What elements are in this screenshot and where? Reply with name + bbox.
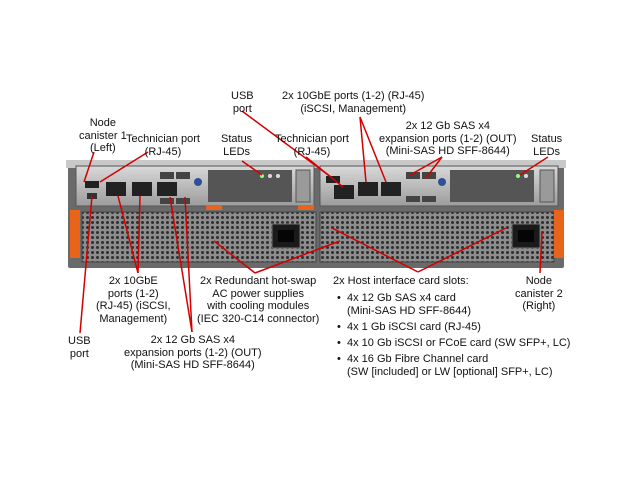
label-power-supplies: 2x Redundant hot-swap AC power supplies … bbox=[197, 275, 319, 325]
label-line: LEDs bbox=[223, 145, 251, 158]
label-line: Management) bbox=[99, 312, 168, 325]
host-card-item: • 4x 10 Gb iSCSI or FCoE card (SW SFP+, L… bbox=[337, 337, 570, 350]
node-2-sas-port-3 bbox=[406, 196, 420, 202]
node-1-status-led-2 bbox=[268, 174, 272, 178]
label-sas-expansion-top: 2x 12 Gb SAS x4 expansion ports (1-2) (O… bbox=[379, 120, 517, 158]
label-node-canister-1: Node canister 1 (Left) bbox=[79, 117, 127, 155]
node-2-gbe-port-1 bbox=[358, 182, 378, 196]
label-line: (Mini-SAS HD SFF-8644) bbox=[130, 359, 255, 371]
label-sas-expansion-bottom: 2x 12 Gb SAS x4 expansion ports (1-2) (O… bbox=[124, 334, 262, 372]
label-line: (RJ-45) (iSCSI, bbox=[96, 300, 171, 312]
label-line: Node bbox=[525, 275, 552, 287]
label-line: (Left) bbox=[90, 142, 116, 154]
label-line: canister 2 bbox=[515, 287, 563, 300]
label-line: AC power supplies bbox=[212, 287, 304, 300]
node-2-latch bbox=[438, 178, 446, 186]
node-1-tech-port bbox=[106, 182, 126, 196]
node-2-tech-port bbox=[334, 185, 354, 199]
label-line: ports (1-2) bbox=[107, 287, 159, 300]
label-line: port bbox=[69, 347, 89, 360]
psu-orange-tab-1 bbox=[206, 205, 222, 210]
label-line: 2x Redundant hot-swap bbox=[200, 275, 317, 287]
label-technician-port-right: Technician port (RJ-45) bbox=[275, 133, 349, 158]
label-line: (SW [included] or LW [optional] SFP+, LC… bbox=[347, 365, 553, 378]
label-line: 4x 12 Gb SAS x4 card bbox=[347, 292, 456, 304]
bullet-icon: • bbox=[337, 353, 341, 365]
label-line: LEDs bbox=[533, 145, 561, 158]
node-1-gbe-port-2 bbox=[157, 182, 177, 196]
label-line: Technician port bbox=[275, 133, 349, 145]
node-2-handle bbox=[539, 169, 555, 203]
node-1-gbe-port-1 bbox=[132, 182, 152, 196]
label-line: (RJ-45) bbox=[144, 145, 182, 158]
label-line: canister 1 bbox=[79, 129, 127, 142]
node-2-host-card-slot bbox=[450, 170, 534, 202]
power-supply-row bbox=[70, 205, 564, 263]
label-usb-port-bottom: USB port bbox=[68, 335, 91, 360]
label-line: 4x 16 Gb Fibre Channel card bbox=[347, 353, 489, 365]
node-2-gbe-port-2 bbox=[381, 182, 401, 196]
label-10gbe-ports-top: 2x 10GbE ports (1-2) (RJ-45) (iSCSI, Man… bbox=[282, 90, 424, 115]
node-1-sas-port-4 bbox=[176, 198, 190, 204]
label-status-leds-right: Status LEDs bbox=[531, 133, 562, 158]
label-line: Status bbox=[531, 133, 563, 145]
label-line: (Right) bbox=[522, 300, 556, 312]
psu-orange-handle-left bbox=[70, 210, 80, 258]
label-line: 4x 10 Gb iSCSI or FCoE card (SW SFP+, LC… bbox=[347, 337, 571, 349]
label-line: (RJ-45) bbox=[293, 145, 331, 158]
node-2-sas-port-1 bbox=[406, 172, 420, 179]
label-node-canister-2: Node canister 2 (Right) bbox=[515, 275, 563, 313]
label-line: (Mini-SAS HD SFF-8644) bbox=[385, 145, 510, 157]
label-technician-port-left: Technician port (RJ-45) bbox=[126, 133, 200, 158]
label-line: with cooling modules bbox=[207, 300, 310, 312]
label-line: USB bbox=[68, 335, 91, 347]
node-2-status-led-2 bbox=[524, 174, 528, 178]
host-card-item: • 4x 16 Gb Fibre Channel card (SW [includ… bbox=[337, 353, 553, 378]
label-line: Node bbox=[89, 117, 116, 129]
node-2-status-led-1 bbox=[516, 174, 520, 178]
node-canister-1 bbox=[75, 165, 315, 207]
label-line: USB bbox=[231, 90, 254, 102]
bullet-icon: • bbox=[337, 337, 341, 349]
bullet-icon: • bbox=[337, 321, 341, 333]
label-line: 2x 12 Gb SAS x4 bbox=[405, 120, 490, 132]
label-line: 2x 12 Gb SAS x4 bbox=[150, 334, 235, 346]
node-2-sas-port-4 bbox=[422, 196, 436, 202]
label-line: 4x 1 Gb iSCSI card (RJ-45) bbox=[347, 321, 481, 333]
label-line: 2x Host interface card slots: bbox=[333, 275, 469, 287]
psu-orange-handle-right bbox=[554, 210, 564, 258]
node-1-sas-port-1 bbox=[160, 172, 174, 179]
node-2-sas-port-2 bbox=[422, 172, 436, 179]
label-line: (Mini-SAS HD SFF-8644) bbox=[347, 304, 472, 317]
bullet-icon: • bbox=[337, 292, 341, 304]
label-line: (IEC 320-C14 connector) bbox=[197, 312, 320, 325]
psu-orange-tab-2 bbox=[298, 205, 314, 210]
node-1-status-led-3 bbox=[276, 174, 280, 178]
host-card-item: • 4x 12 Gb SAS x4 card (Mini-SAS HD SFF-8… bbox=[337, 292, 471, 317]
node-1-latch bbox=[194, 178, 202, 186]
label-line: 2x 10GbE ports (1-2) (RJ-45) bbox=[282, 90, 425, 102]
label-host-interface-title: 2x Host interface card slots: bbox=[333, 275, 469, 288]
label-line: expansion ports (1-2) (OUT) bbox=[379, 132, 517, 145]
label-10gbe-ports-bottom: 2x 10GbE ports (1-2) (RJ-45) (iSCSI, Man… bbox=[96, 275, 171, 325]
label-status-leds-left: Status LEDs bbox=[221, 133, 252, 158]
node-1-sas-port-2 bbox=[176, 172, 190, 179]
label-line: expansion ports (1-2) (OUT) bbox=[124, 346, 262, 359]
node-canister-2 bbox=[319, 165, 559, 207]
label-usb-port-top: USB port bbox=[231, 90, 254, 115]
label-line: port bbox=[232, 102, 252, 115]
label-line: (iSCSI, Management) bbox=[300, 102, 407, 115]
node-1-sas-port-3 bbox=[160, 198, 174, 204]
label-line: Technician port bbox=[126, 133, 200, 145]
label-line: Status bbox=[221, 133, 253, 145]
leader-lines bbox=[79, 110, 549, 334]
host-card-item: • 4x 1 Gb iSCSI card (RJ-45) bbox=[337, 321, 481, 334]
label-line: 2x 10GbE bbox=[108, 275, 158, 287]
node-1-usb-port bbox=[85, 181, 99, 188]
node-1-handle bbox=[295, 169, 311, 203]
